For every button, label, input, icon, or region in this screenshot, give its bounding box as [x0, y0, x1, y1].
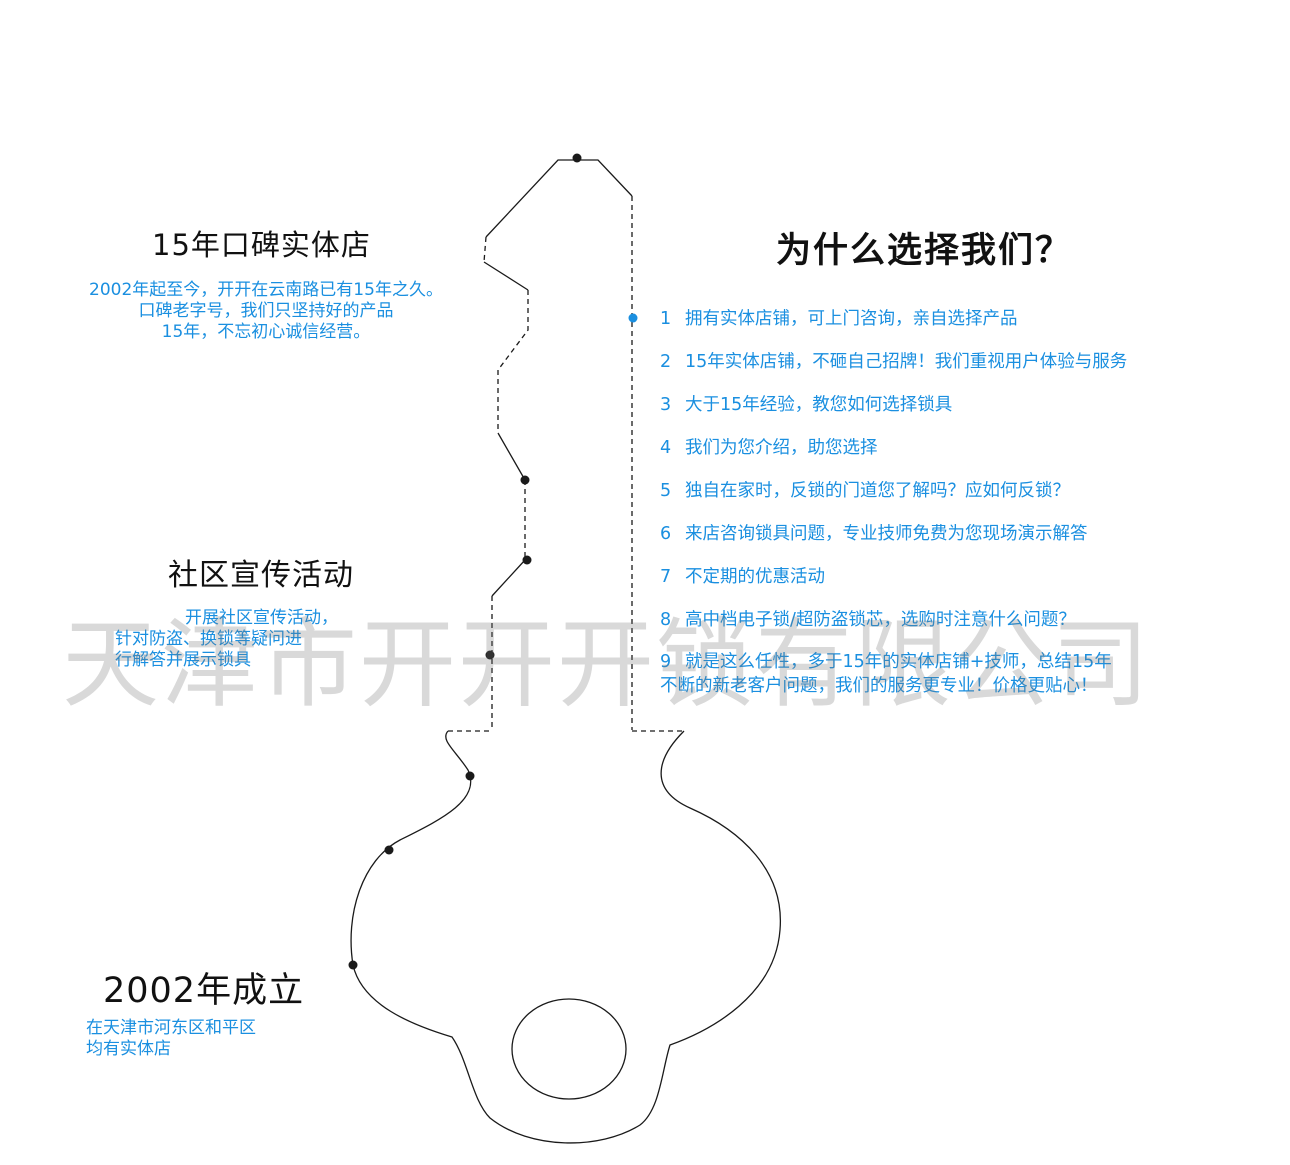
key-top-left-edge: [485, 159, 633, 238]
reason-number: 2: [660, 352, 672, 372]
reason-item: 7 不定期的优惠活动: [660, 564, 1127, 607]
key-blade-left-dashed-1: [483, 236, 487, 263]
reason-item: 2 15年实体店铺，不砸自己招牌！我们重视用户体验与服务: [660, 349, 1127, 392]
reason-text: 拥有实体店铺，可上门咨询，亲自选择产品: [685, 309, 1018, 329]
key-bow-outline: [350, 730, 781, 1144]
reason-number: 8: [660, 610, 672, 630]
key-dot-5: [384, 845, 394, 855]
community-line-3: 行解答并展示锁具: [115, 650, 251, 670]
reason-text: 独自在家时，反锁的门道您了解吗？应如何反锁？: [685, 481, 1070, 501]
reason-number: 4: [660, 438, 672, 458]
reason-number: 7: [660, 567, 672, 587]
founded-line-1: 在天津市河东区和平区: [86, 1018, 256, 1038]
reason-number: 5: [660, 481, 672, 501]
key-dot-3: [485, 650, 495, 660]
key-bit-edge: [483, 261, 529, 597]
shop-line-1: 2002年起至今，开开在云南路已有15年之久。: [89, 280, 443, 300]
shop-line-2: 口碑老字号，我们只坚持好的产品: [138, 301, 394, 321]
reason-item: 8 高中档电子锁/超防盗锁芯，选购时注意什么问题？: [660, 607, 1127, 650]
founded-description: 在天津市河东区和平区 均有实体店: [86, 1018, 256, 1060]
reason-text: 我们为您介绍，助您选择: [685, 438, 878, 458]
key-dot-6: [348, 960, 358, 970]
community-line-1: 开展社区宣传活动，: [185, 608, 338, 628]
reason-number: 6: [660, 524, 672, 544]
key-bow-hole: [511, 998, 627, 1100]
shop-line-3: 15年，不忘初心诚信经营。: [161, 322, 371, 342]
reason-number: 3: [660, 395, 672, 415]
founded-line-2: 均有实体店: [86, 1039, 171, 1059]
key-blade-left-dashed-2: [497, 290, 529, 433]
community-line-2: 针对防盗、换锁等疑问进: [115, 629, 302, 649]
reason-text: 就是这么任性，多于15年的实体店铺+技师，总结15年: [685, 652, 1112, 672]
reason-text-continued: 不断的新老客户问题，我们的服务更专业！价格更贴心！: [660, 676, 1098, 696]
shop-heading: 15年口碑实体店: [152, 228, 371, 262]
reason-item: 3 大于15年经验，教您如何选择锁具: [660, 392, 1127, 435]
reason-item: 9 就是这么任性，多于15年的实体店铺+技师，总结15年不断的新老客户问题，我们的…: [660, 650, 1127, 698]
community-heading: 社区宣传活动: [168, 558, 354, 593]
reason-number: 1: [660, 309, 672, 329]
reason-text: 大于15年经验，教您如何选择锁具: [685, 395, 953, 415]
reason-text: 高中档电子锁/超防盗锁芯，选购时注意什么问题？: [685, 610, 1076, 630]
reason-item: 5 独自在家时，反锁的门道您了解吗？应如何反锁？: [660, 478, 1127, 521]
reason-text: 不定期的优惠活动: [685, 567, 825, 587]
reason-number: 9: [660, 652, 672, 672]
reason-text: 15年实体店铺，不砸自己招牌！我们重视用户体验与服务: [685, 352, 1128, 372]
key-dot-top: [572, 153, 582, 163]
reason-item: 1 拥有实体店铺，可上门咨询，亲自选择产品: [660, 306, 1127, 349]
key-dot-1: [520, 475, 530, 485]
reasons-list: 1 拥有实体店铺，可上门咨询，亲自选择产品 2 15年实体店铺，不砸自己招牌！我们重…: [660, 306, 1127, 698]
community-description: 开展社区宣传活动， 针对防盗、换锁等疑问进 行解答并展示锁具: [115, 608, 395, 671]
shop-description: 2002年起至今，开开在云南路已有15年之久。 口碑老字号，我们只坚持好的产品 …: [56, 280, 476, 343]
key-dot-blue: [628, 313, 638, 323]
key-dot-4: [465, 771, 475, 781]
reason-item: 6 来店咨询锁具问题，专业技师免费为您现场演示解答: [660, 521, 1127, 564]
key-dot-2: [522, 555, 532, 565]
founded-heading: 2002年成立: [103, 971, 305, 1011]
reason-item: 4 我们为您介绍，助您选择: [660, 435, 1127, 478]
why-choose-us-heading: 为什么选择我们？: [776, 231, 1073, 271]
reason-text: 来店咨询锁具问题，专业技师免费为您现场演示解答: [685, 524, 1088, 544]
